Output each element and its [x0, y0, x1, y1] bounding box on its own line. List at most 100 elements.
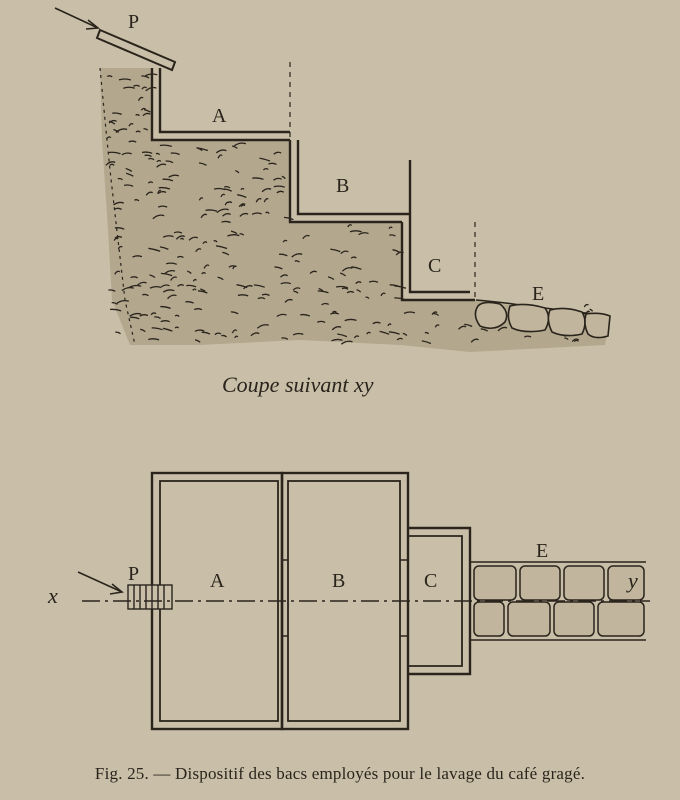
- soil-speck: [368, 280, 379, 283]
- soil-speck: [200, 288, 206, 292]
- tank-a: A: [150, 62, 291, 142]
- soil-speck: [340, 340, 353, 345]
- paving-e-plan: E: [470, 540, 646, 641]
- soil-speck: [130, 276, 139, 279]
- soil-speck: [217, 276, 224, 281]
- soil-speck: [148, 338, 160, 341]
- soil-speck: [224, 186, 231, 189]
- soil-speck: [389, 234, 396, 237]
- soil-speck: [327, 276, 335, 281]
- soil-speck: [117, 177, 123, 181]
- soil-speck: [161, 284, 170, 288]
- soil-speck: [259, 157, 271, 162]
- soil-speck: [217, 154, 223, 159]
- section-label-b: B: [336, 175, 349, 197]
- soil-speck: [162, 289, 175, 293]
- soil-speck: [353, 335, 360, 339]
- soil-speck: [106, 75, 113, 78]
- soil-speck: [281, 337, 289, 340]
- soil-speck: [114, 227, 125, 230]
- soil-speck: [170, 152, 180, 156]
- tank-b: B: [288, 140, 410, 224]
- soil-speck: [355, 281, 362, 285]
- soil-speck: [234, 335, 239, 339]
- soil-speck: [380, 292, 386, 297]
- soil-speck: [335, 285, 349, 289]
- soil-speck: [230, 311, 239, 315]
- soil-speck: [239, 233, 245, 236]
- soil-speck: [109, 308, 122, 312]
- plan-label-c: C: [424, 570, 437, 592]
- soil-speck: [372, 321, 381, 325]
- plan-label-p: P: [128, 563, 139, 585]
- soil-speck: [145, 191, 153, 196]
- soil-speck: [118, 78, 132, 81]
- soil-speck: [147, 181, 154, 184]
- soil-speck: [177, 284, 185, 287]
- soil-speck: [155, 152, 161, 156]
- plan-label-b: B: [332, 570, 345, 592]
- plan-view: A B C P: [47, 471, 650, 731]
- soil-speck: [128, 140, 137, 143]
- soil-speck: [235, 169, 240, 174]
- soil-speck: [239, 212, 249, 217]
- soil-speck: [276, 190, 285, 194]
- soil-speck: [200, 213, 208, 219]
- soil-speck: [142, 112, 151, 117]
- soil-speck: [433, 312, 439, 317]
- soil-speck: [132, 84, 141, 87]
- soil-speck: [431, 311, 438, 316]
- soil-speck: [170, 276, 178, 281]
- section-line-xy: x y: [47, 568, 650, 608]
- soil-speck: [108, 120, 116, 125]
- soil-speck: [137, 96, 144, 101]
- soil-speck: [139, 314, 149, 317]
- soil-speck: [349, 230, 362, 233]
- soil-speck: [179, 237, 185, 240]
- soil-speck: [268, 162, 277, 165]
- soil-speck: [194, 329, 205, 332]
- soil-speck: [195, 248, 202, 253]
- soil-speck: [340, 250, 349, 255]
- soil-speck: [350, 256, 357, 259]
- inlet-grate-p: P: [77, 563, 173, 610]
- soil-speck: [274, 266, 283, 270]
- soil-speck: [273, 185, 286, 188]
- soil-speck: [111, 301, 118, 305]
- soil-speck: [379, 330, 390, 335]
- tank-c: C: [400, 160, 476, 302]
- soil-speck: [123, 184, 134, 187]
- soil-speck: [202, 241, 208, 245]
- soil-speck: [497, 326, 508, 332]
- soil-speck: [148, 157, 155, 161]
- soil-speck: [175, 235, 185, 240]
- soil-speck: [140, 328, 146, 333]
- soil-speck: [330, 312, 339, 315]
- section-label-e: E: [532, 283, 544, 305]
- soil-speck: [143, 108, 151, 113]
- soil-speck: [162, 178, 174, 182]
- soil-speck: [114, 270, 121, 275]
- soil-speck: [115, 128, 128, 133]
- soil-speck: [421, 340, 432, 345]
- soil-speck: [159, 246, 169, 250]
- soil-speck: [134, 199, 140, 202]
- soil-speck: [524, 335, 532, 338]
- soil-speck: [159, 144, 173, 148]
- soil-speck: [262, 167, 269, 171]
- soil-speck: [231, 329, 238, 334]
- soil-speck: [213, 187, 226, 191]
- soil-speck: [113, 128, 120, 133]
- soil-speck: [366, 331, 371, 335]
- soil-speck: [240, 204, 246, 208]
- soil-speck: [188, 236, 199, 241]
- soil-speck: [331, 326, 342, 331]
- soil-speck: [252, 177, 264, 180]
- soil-speck: [160, 305, 171, 310]
- soil-speck: [158, 186, 171, 190]
- soil-speck: [238, 203, 246, 208]
- soil-speck: [112, 112, 122, 116]
- soil-speck: [347, 224, 353, 228]
- soil-speck: [221, 334, 227, 338]
- plan-label-y: y: [626, 568, 638, 593]
